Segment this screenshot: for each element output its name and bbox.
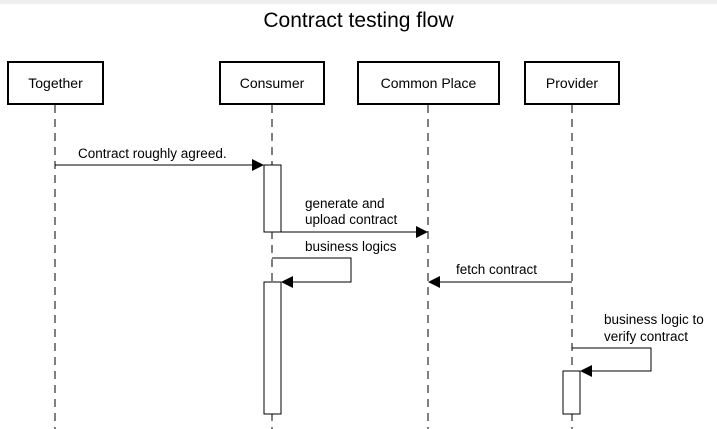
diagram-title: Contract testing flow bbox=[263, 9, 454, 32]
message-label: Contract roughly agreed. bbox=[78, 146, 227, 161]
participant-common-place: Common Place bbox=[357, 61, 500, 105]
message-label: fetch contract bbox=[456, 262, 537, 277]
message-label: upload contract bbox=[305, 212, 398, 227]
message-label: business logic to bbox=[604, 312, 704, 327]
message-label: verify contract bbox=[604, 329, 688, 344]
top-strip bbox=[0, 0, 717, 4]
participant-provider: Provider bbox=[524, 61, 620, 105]
participant-label: Consumer bbox=[239, 75, 305, 91]
message-arrow-verify-contract bbox=[572, 347, 652, 377]
activation-consumer-2 bbox=[263, 281, 282, 415]
activation-provider bbox=[562, 370, 581, 415]
activation-consumer-1 bbox=[263, 164, 282, 233]
participant-together: Together bbox=[7, 61, 104, 105]
participant-label: Common Place bbox=[380, 75, 477, 91]
participant-label: Together bbox=[28, 75, 83, 91]
participant-consumer: Consumer bbox=[219, 61, 325, 105]
message-arrow-business-logics bbox=[272, 257, 352, 288]
message-label: business logics bbox=[305, 239, 397, 254]
message-label: generate and bbox=[305, 196, 385, 211]
participant-label: Provider bbox=[545, 75, 599, 91]
